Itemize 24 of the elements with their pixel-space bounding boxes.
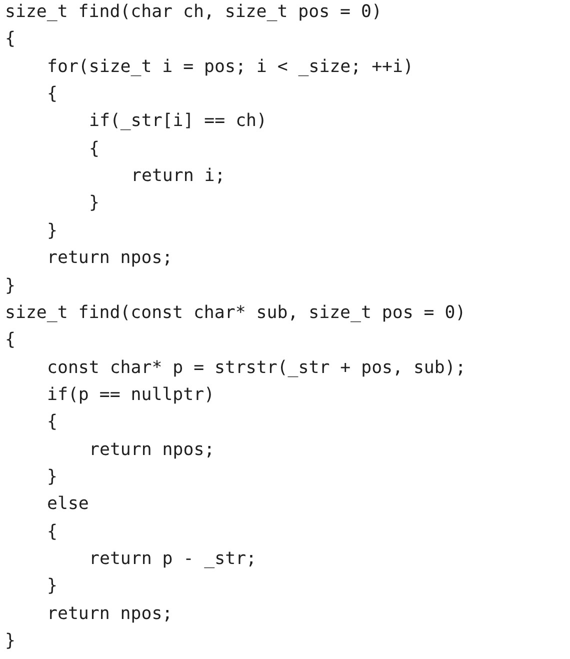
code-line: else xyxy=(47,493,89,516)
code-line: if(_str[i] == ch) xyxy=(89,110,267,132)
code-line: } xyxy=(89,192,100,214)
code-line: size_t find(char ch, size_t pos = 0) xyxy=(5,1,382,23)
code-line: } xyxy=(5,274,16,296)
code-line: { xyxy=(5,329,16,352)
code-line: const char* p = strstr(_str + pos, sub); xyxy=(47,356,466,379)
code-line: } xyxy=(5,630,16,652)
code-line: return i; xyxy=(131,165,226,188)
code-line: if(p == nullptr) xyxy=(47,384,215,406)
code-line: return npos; xyxy=(89,438,215,461)
code-line: { xyxy=(47,520,58,543)
code-line: for(size_t i = pos; i < _size; ++i) xyxy=(47,56,414,78)
code-line: { xyxy=(47,83,58,106)
code-line: return p - _str; xyxy=(89,548,257,570)
code-line: size_t find(const char* sub, size_t pos = 0) xyxy=(5,302,466,324)
code-line: return npos; xyxy=(47,247,173,270)
code-line: } xyxy=(47,466,58,488)
code-line: { xyxy=(47,411,58,434)
code-line: } xyxy=(47,575,58,598)
code-line: } xyxy=(47,220,58,242)
code-line: { xyxy=(5,28,16,50)
code-line: { xyxy=(89,138,100,160)
code-line: return npos; xyxy=(47,602,173,625)
